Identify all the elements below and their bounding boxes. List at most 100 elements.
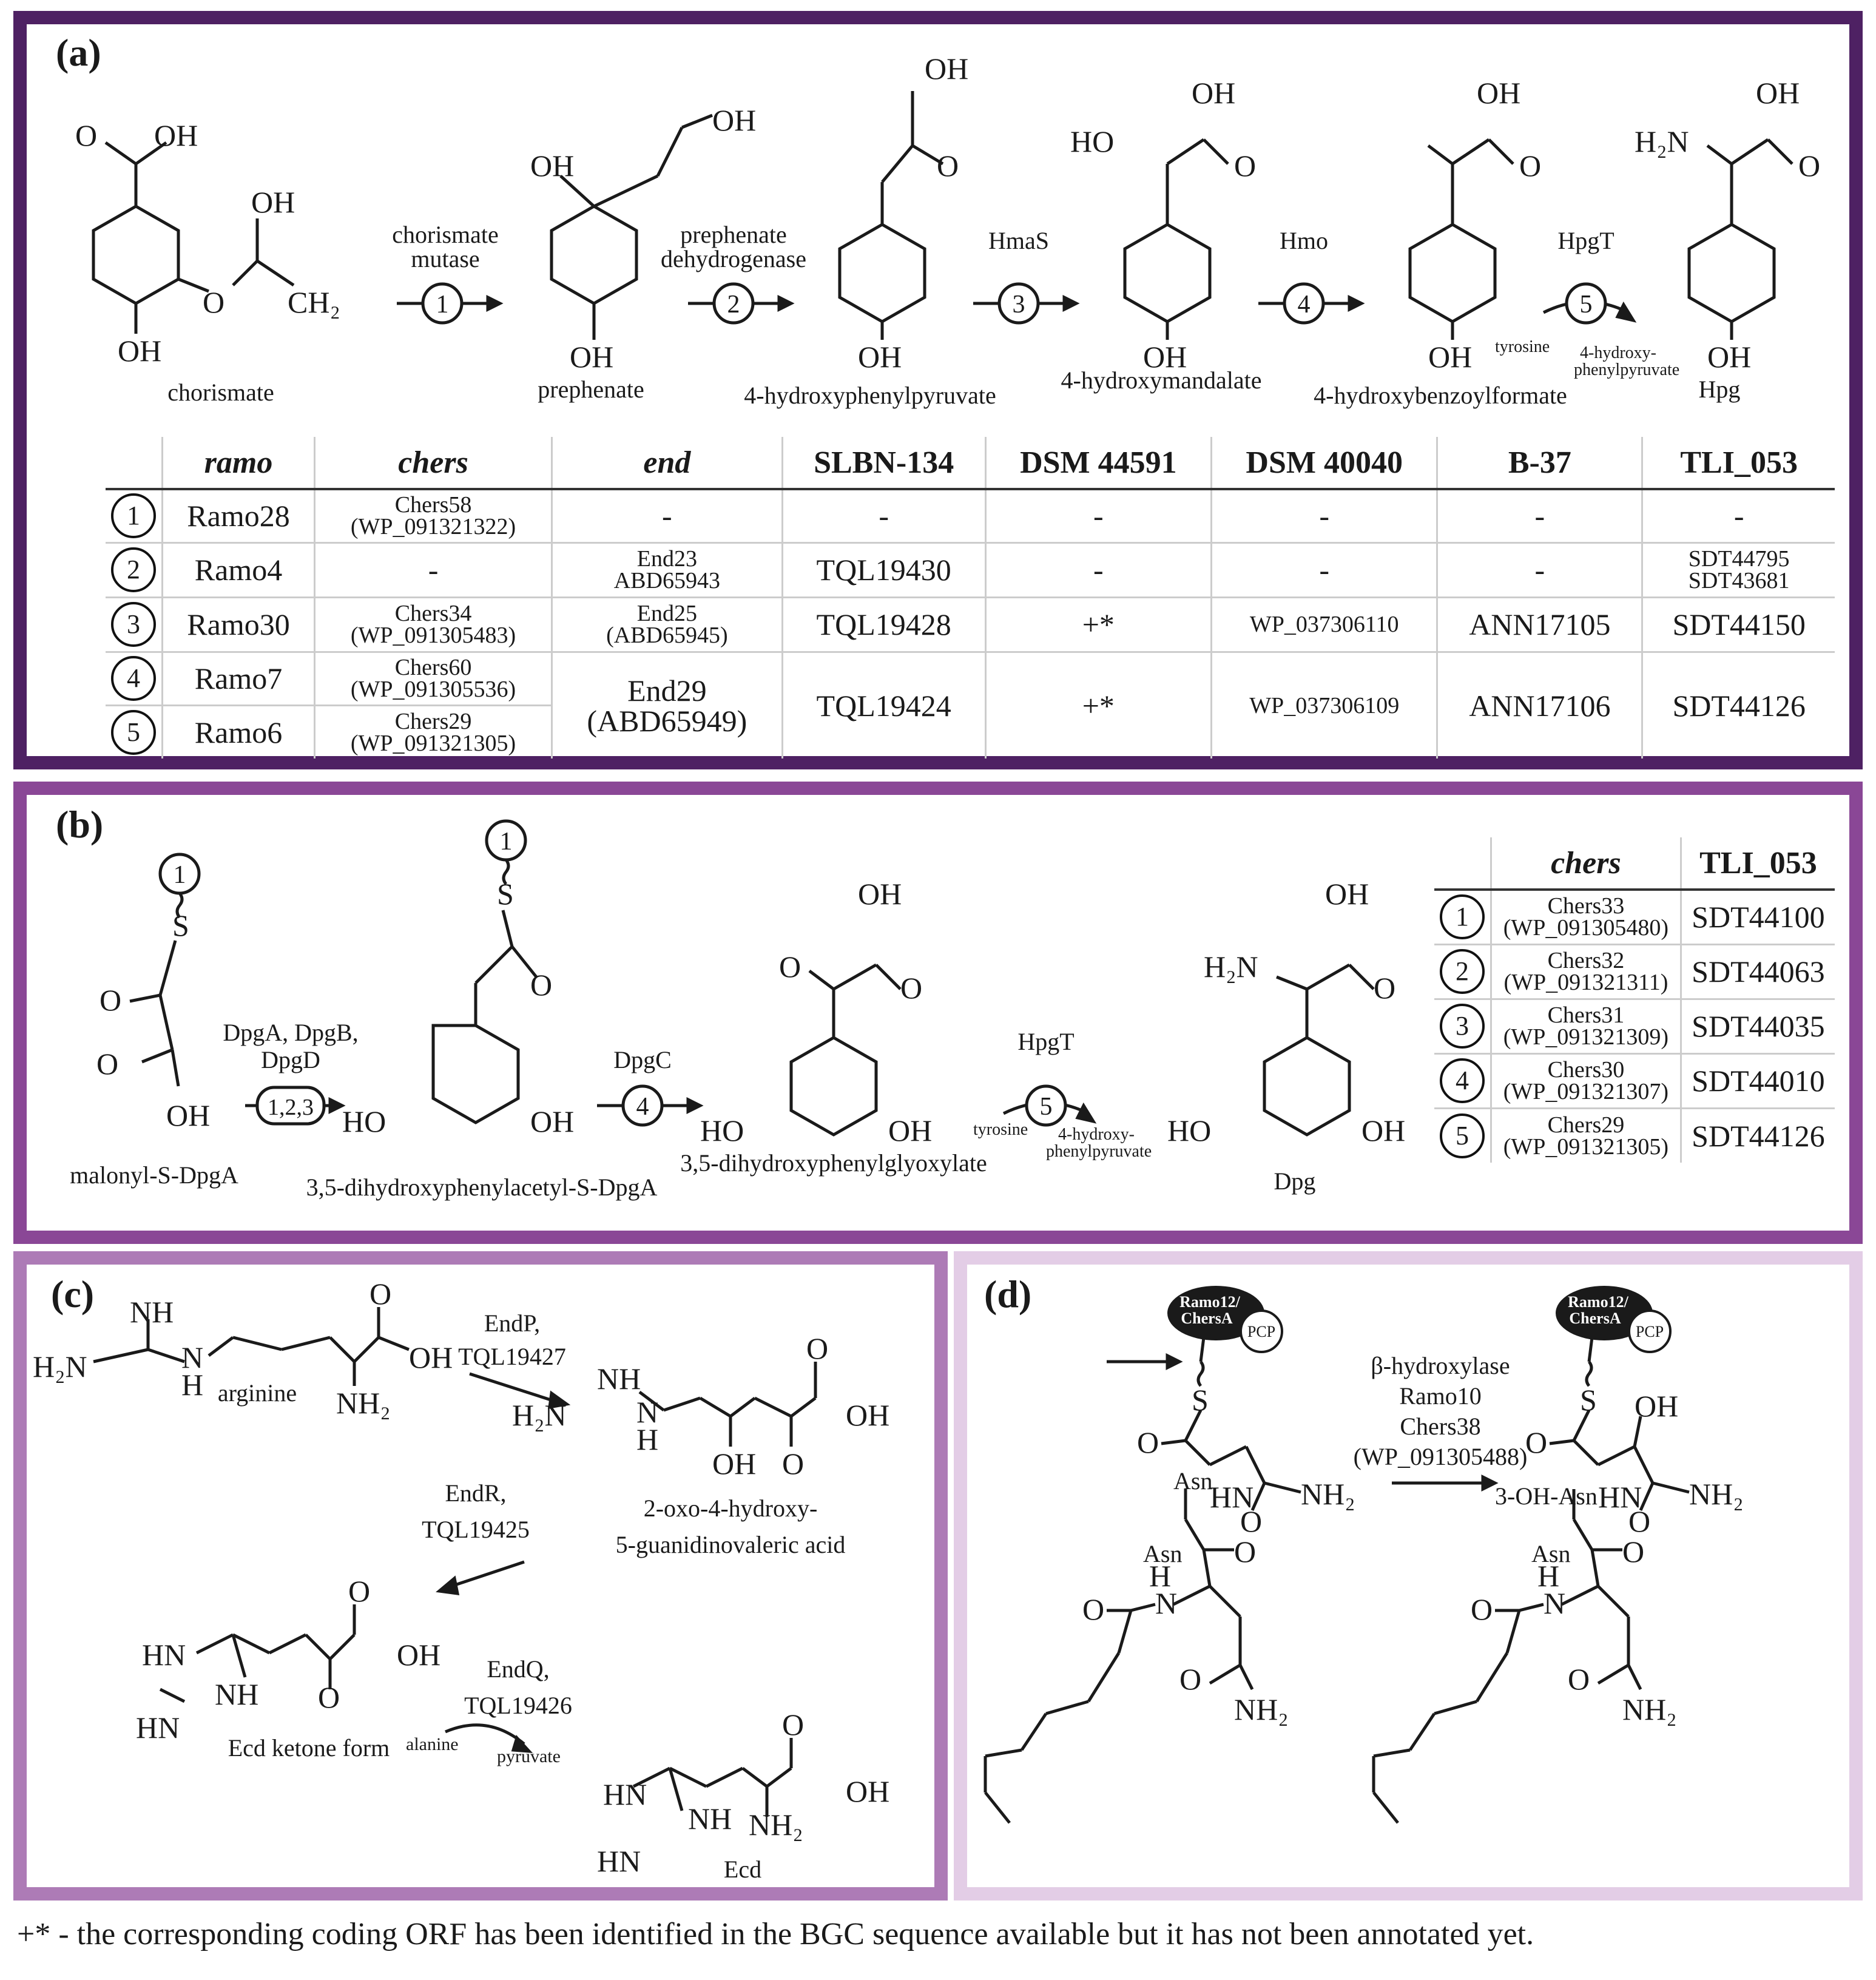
ecd-hn: HN: [603, 1777, 647, 1811]
step-4: 4: [636, 1093, 649, 1121]
th-ramo: ramo: [161, 437, 315, 490]
side-hpp-b-1: 4-hydroxy-: [1058, 1125, 1135, 1144]
hpp-oh2: OH: [858, 340, 902, 374]
cell-slbn-merged: TQL19424: [781, 650, 986, 759]
arg-nh2: NH₂: [336, 1386, 391, 1420]
hma-ho: HO: [1070, 124, 1114, 158]
chorismate-ch2: CH₂: [288, 285, 340, 319]
d2-s: S: [1580, 1383, 1597, 1417]
side-alanine: alanine: [406, 1734, 459, 1754]
hbf-o: O: [1519, 149, 1541, 183]
step-circle: 2: [111, 547, 156, 592]
hbf-oh: OH: [1477, 76, 1520, 110]
step-circle: 1: [111, 493, 156, 539]
cell-b37-merged: ANN17106: [1436, 650, 1642, 759]
step-5: 5: [1040, 1093, 1053, 1121]
cell-dsm44591: -: [984, 488, 1212, 542]
table-row: 5 Chers29(WP_091321305) SDT44126: [1434, 1107, 1835, 1163]
enzyme-chorismate-mutase-1: chorismate: [392, 221, 499, 248]
cell-chers: Chers29(WP_091321305): [1490, 1107, 1681, 1163]
arg-oh: OH: [409, 1340, 453, 1374]
cell-dsm40040: WP_037306110: [1210, 596, 1437, 652]
cell-chers: Chers60(WP_091305536): [314, 650, 552, 705]
d-o4: O: [1082, 1592, 1104, 1626]
domain-line2: ChersA: [1181, 1309, 1232, 1327]
hma-o: O: [1234, 149, 1256, 183]
hbf-ring: [1408, 223, 1497, 323]
enzyme-hpgt: HpgT: [1557, 227, 1614, 254]
cell-ramo: Ramo6: [161, 704, 315, 759]
carrier-1b: 1: [500, 828, 513, 856]
compound-ecd: Ecd: [724, 1856, 761, 1883]
dpa-oh: OH: [530, 1104, 574, 1138]
enzyme-bhyd-1: β-hydroxylase: [1371, 1352, 1510, 1379]
cell-b37: -: [1436, 488, 1642, 542]
cell-tli: -: [1641, 488, 1835, 542]
prephenate-ring: [550, 204, 638, 305]
dpglyox-o2: O: [900, 971, 922, 1005]
cell-chers: -: [314, 541, 552, 597]
scheme-c: NH H₂N N H O OH NH₂ NH H₂N N H O OH OH O…: [33, 1277, 889, 1883]
compound-hbf: 4-hydroxybenzoylformate: [1314, 382, 1567, 409]
side-tyrosine-b: tyrosine: [973, 1120, 1028, 1139]
compound-hpp: 4-hydroxyphenylpyruvate: [744, 382, 996, 409]
hpp-ring: [838, 223, 926, 323]
ohgva-o2: O: [782, 1447, 804, 1481]
arg-nh: NH: [130, 1295, 174, 1329]
d-n: N: [1155, 1586, 1177, 1620]
chorismate-oh: OH: [154, 118, 198, 152]
th-dsm40040: DSM 40040: [1210, 437, 1437, 490]
footnote: +* - the corresponding coding ORF has be…: [17, 1917, 1534, 1951]
th-chers: chers: [314, 437, 552, 490]
panel-b: (b) S O: [13, 782, 1863, 1244]
th-b37: B-37: [1436, 437, 1642, 490]
cell-chers: Chers32(WP_091321311): [1490, 943, 1681, 999]
hpg-oh: OH: [1756, 76, 1800, 110]
prephenate-oh2: OH: [712, 103, 756, 137]
malonyl-oh: OH: [166, 1098, 210, 1132]
cell-ramo: Ramo28: [161, 488, 315, 542]
side-hpp-b-2: phenylpyruvate: [1046, 1142, 1152, 1161]
cell-slbn: TQL19430: [781, 541, 986, 597]
d2-o2: O: [1628, 1504, 1650, 1538]
th-step-b: [1434, 837, 1491, 891]
panel-d: (d): [954, 1251, 1863, 1901]
ecdk-hn2: HN: [136, 1711, 180, 1745]
th-end: end: [551, 437, 783, 490]
panel-label-d: (d): [984, 1272, 1032, 1316]
scheme-a: O OH OH O OH CH₂ OH OH OH OH O OH HO OH …: [75, 52, 1820, 409]
dpg-ho: HO: [1167, 1113, 1211, 1147]
step-circle: 4: [111, 656, 156, 701]
dpa-ring: [431, 1024, 520, 1124]
arg-h: H: [181, 1368, 203, 1402]
d2-o3: O: [1622, 1535, 1644, 1569]
d2-n: N: [1544, 1586, 1565, 1620]
compound-ecd-ketone: Ecd ketone form: [228, 1734, 390, 1762]
step-3: 3: [1013, 291, 1025, 319]
step-circle: 1: [1440, 894, 1485, 940]
cell-ramo: Ramo30: [161, 596, 315, 652]
table-row: 3 Chers31(WP_091321309) SDT44035: [1434, 998, 1835, 1053]
cell-slbn: -: [781, 488, 986, 542]
enzyme-endr-2: TQL19425: [422, 1516, 530, 1543]
arg-o: O: [369, 1277, 391, 1311]
step-circle: 4: [1440, 1058, 1485, 1103]
ohgva-oh: OH: [846, 1398, 889, 1432]
enzyme-hmo: Hmo: [1280, 227, 1328, 254]
compound-prephenate: prephenate: [538, 376, 644, 403]
step-1: 1: [436, 291, 449, 319]
ecdk-nh: NH: [215, 1677, 258, 1711]
dpg-oh: OH: [1325, 877, 1369, 911]
d-hn: HN: [1210, 1480, 1253, 1514]
d2-oh: OH: [1635, 1389, 1678, 1423]
step-circle: 3: [1440, 1004, 1485, 1049]
dpa-o: O: [530, 968, 552, 1002]
enzyme-dpgc: DpgC: [613, 1046, 672, 1073]
cell-tli-merged: SDT44126: [1641, 650, 1835, 759]
malonyl-o2: O: [96, 1047, 118, 1081]
cell-chers: Chers33(WP_091305480): [1490, 888, 1681, 944]
scheme-b: S O O OH S O HO OH OH O O HO OH OH H₂N O…: [70, 819, 1405, 1201]
carrier-1: 1: [174, 861, 186, 889]
